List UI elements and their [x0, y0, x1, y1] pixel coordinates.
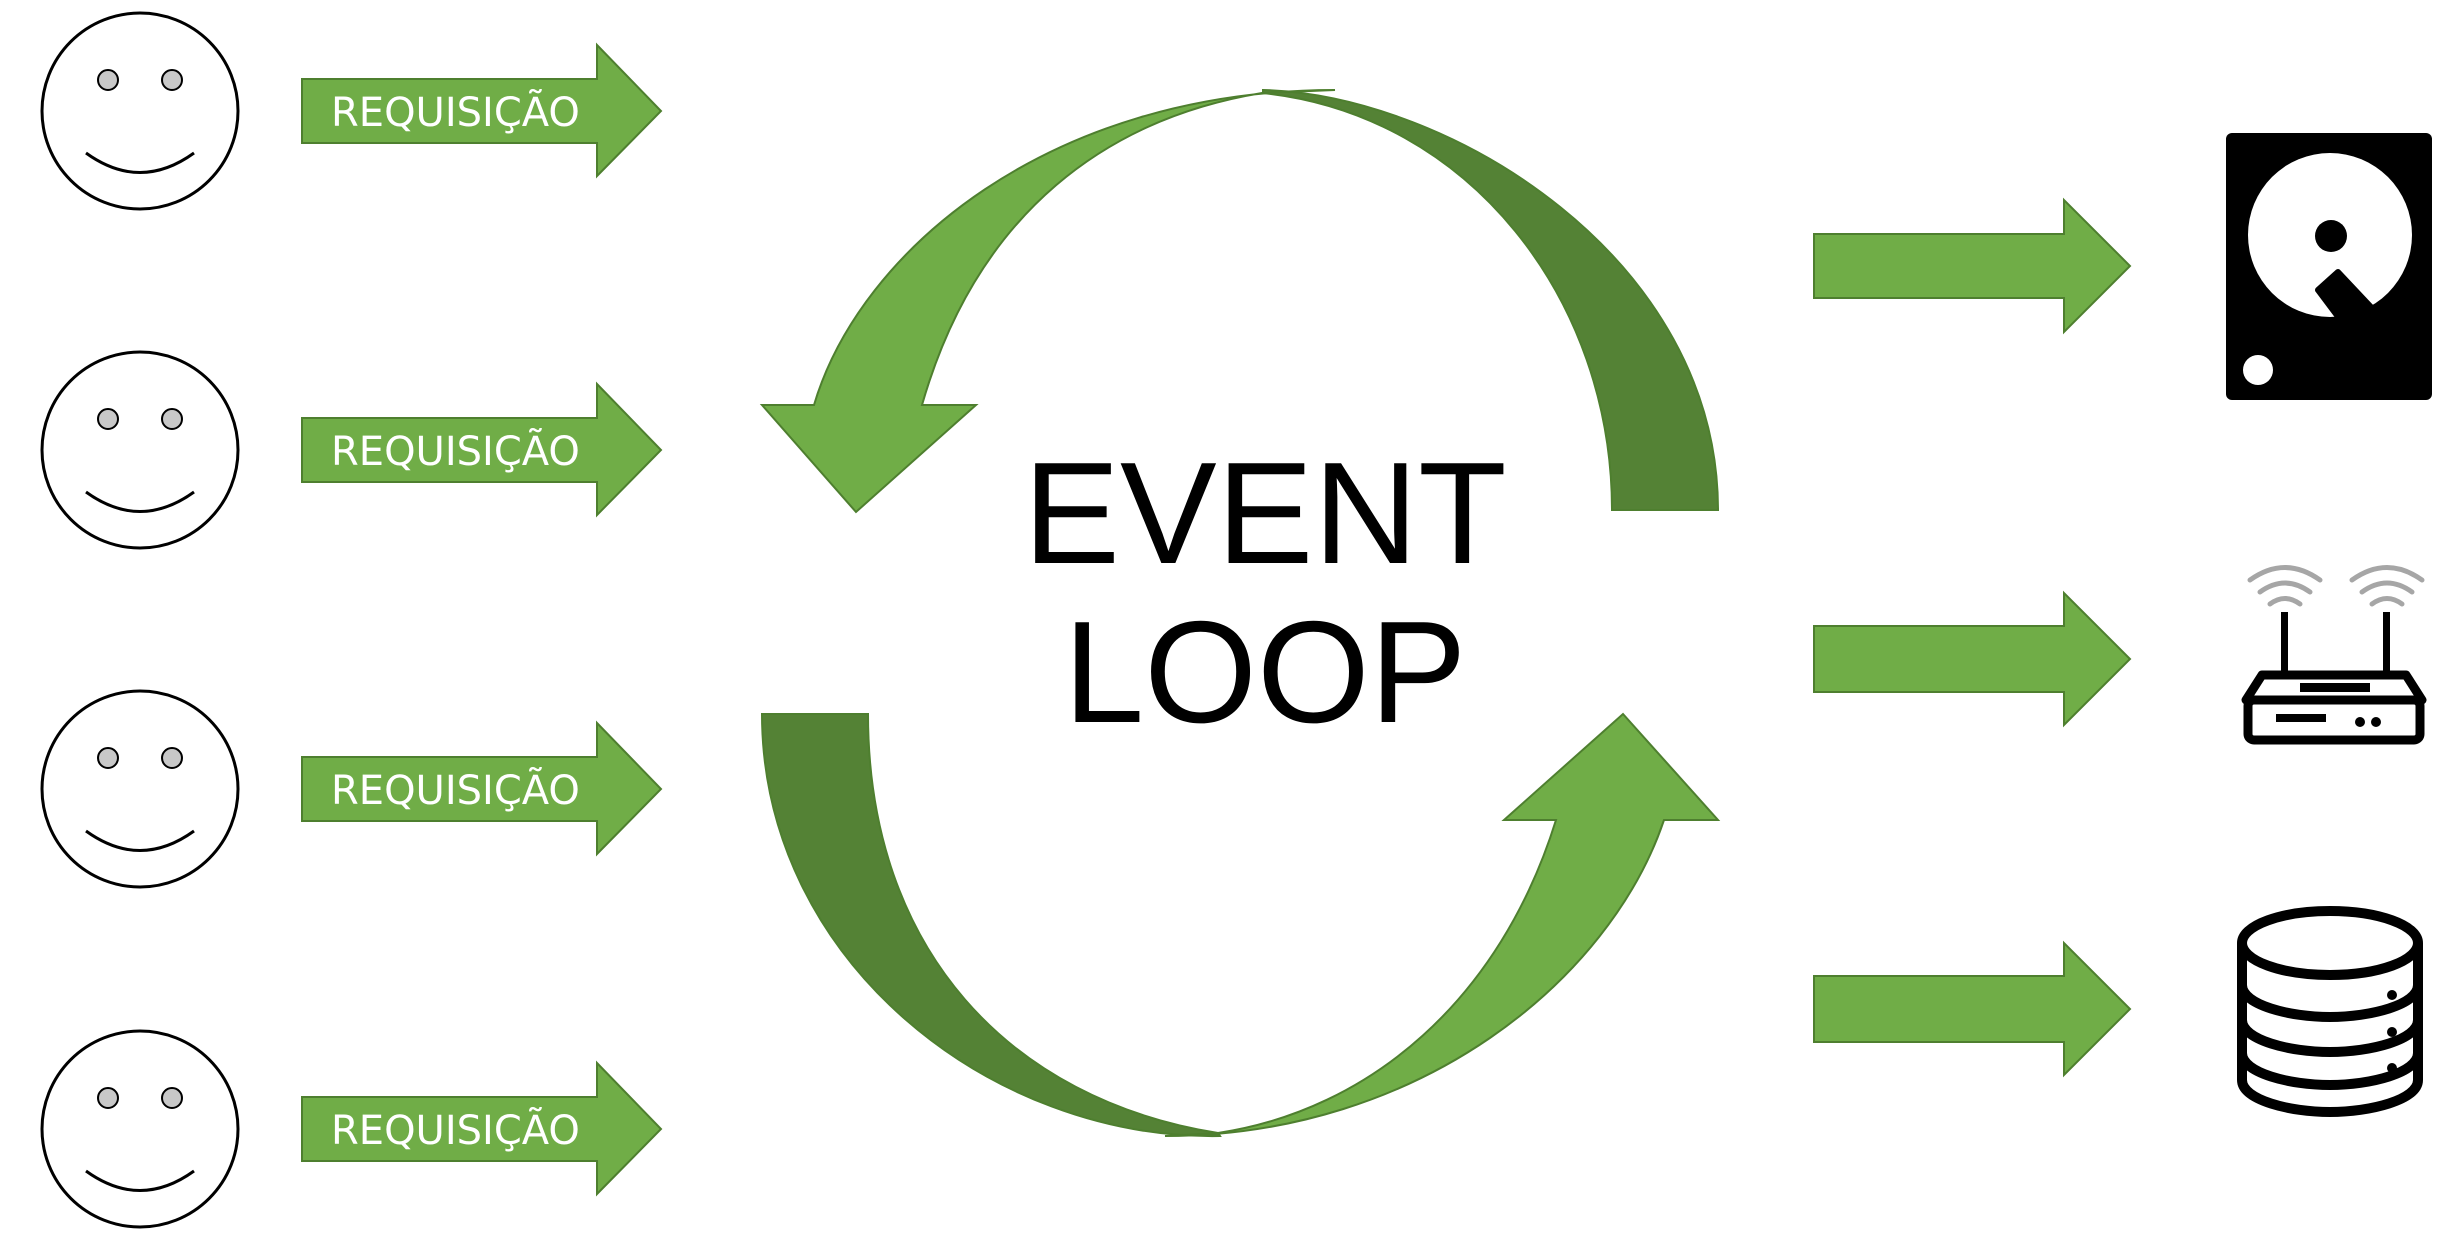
request-label: REQUISIÇÃO: [331, 427, 580, 475]
loop-arrow-top-left: [759, 89, 1336, 514]
request-arrow: REQUISIÇÃO: [301, 720, 663, 857]
resource-arrow-network: [1813, 590, 2132, 728]
request-arrow: REQUISIÇÃO: [301, 381, 663, 518]
smiley-face-icon: [40, 689, 240, 889]
request-label: REQUISIÇÃO: [331, 88, 580, 136]
wifi-router-icon: [2241, 565, 2427, 745]
smiley-face-icon: [40, 350, 240, 550]
loop-arrows: [759, 88, 1721, 1138]
user-row-1: REQUISIÇÃO: [40, 11, 663, 211]
loop-arrow-bottom-left: [760, 713, 1222, 1138]
user-row-2: REQUISIÇÃO: [40, 350, 663, 550]
event-loop-title-line1: EVENT: [1023, 432, 1506, 594]
smiley-face-icon: [40, 11, 240, 211]
user-row-4: REQUISIÇÃO: [40, 1029, 663, 1229]
resource-arrows: [1813, 197, 2132, 1078]
hard-disk-icon: [2226, 133, 2432, 400]
loop-arrow-top-right: [1262, 88, 1720, 511]
smiley-face-icon: [40, 1029, 240, 1229]
event-loop-title-line2: LOOP: [1064, 591, 1467, 753]
request-arrow: REQUISIÇÃO: [301, 42, 663, 179]
request-label: REQUISIÇÃO: [331, 766, 580, 814]
resource-arrow-database: [1813, 940, 2132, 1078]
request-label: REQUISIÇÃO: [331, 1106, 580, 1154]
resource-arrow-disk: [1813, 197, 2132, 335]
request-arrow: REQUISIÇÃO: [301, 1060, 663, 1197]
database-icon: [2237, 906, 2423, 1118]
loop-arrow-bottom-right: [1164, 712, 1721, 1137]
user-row-3: REQUISIÇÃO: [40, 689, 663, 889]
